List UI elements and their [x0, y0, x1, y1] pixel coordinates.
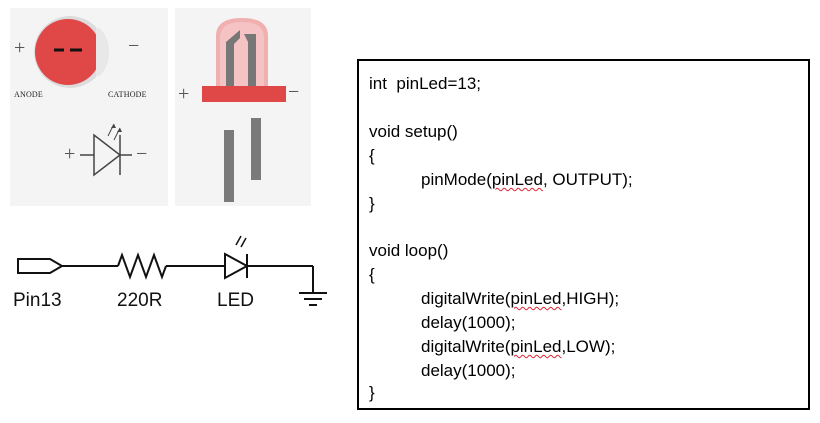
top-view-plus-sign: + [14, 37, 26, 59]
code-line-digitalwrite-high: digitalWrite(pinLed,HIGH); [421, 289, 619, 309]
code-line-declaration: int pinLed=13; [369, 74, 482, 93]
led-diode-icon [224, 252, 250, 280]
code-line-loop-signature: void loop() [369, 241, 449, 260]
code-line-loop-open: { [369, 265, 375, 284]
ground-icon [299, 292, 327, 306]
code-line-pinmode: pinMode(pinLed, OUTPUT); [421, 170, 633, 190]
led-label: LED [217, 290, 254, 311]
code-line-loop-close: } [369, 383, 375, 402]
code-dw2-func: digitalWrite( [421, 337, 511, 356]
code-line-setup-close: } [369, 194, 375, 213]
pin13-label: Pin13 [13, 290, 62, 311]
resistor-icon [117, 252, 167, 280]
code-pinmode-rest: , OUTPUT); [542, 170, 633, 189]
cathode-label: CATHODE [108, 90, 147, 99]
code-pinmode-arg: pinLed [491, 170, 543, 189]
top-view-minus-sign: − [128, 35, 140, 57]
symbol-minus-sign: − [136, 143, 148, 165]
side-view-minus-sign: − [288, 81, 300, 103]
code-dw2-arg: pinLed [510, 337, 562, 356]
resistor-label: 220R [117, 290, 163, 311]
led-flange [202, 86, 286, 102]
cathode-leg [251, 118, 261, 180]
led-top-view-icon [34, 16, 110, 88]
code-line-digitalwrite-low: digitalWrite(pinLed,LOW); [421, 337, 615, 357]
led-lens-circle [35, 19, 101, 85]
code-pinmode-func: pinMode( [421, 170, 492, 189]
arduino-code-box: int pinLed=13; void setup() { pinMode(pi… [357, 59, 810, 410]
code-line-setup-open: { [369, 146, 375, 165]
anode-leg [224, 130, 234, 202]
code-dw1-arg: pinLed [510, 289, 562, 308]
symbol-plus-sign: + [64, 143, 76, 165]
code-dw1-rest: ,HIGH); [561, 289, 620, 308]
code-line-delay-1: delay(1000); [421, 313, 516, 332]
code-dw1-func: digitalWrite( [421, 289, 511, 308]
led-side-view-icon [202, 18, 286, 202]
code-dw2-rest: ,LOW); [561, 337, 616, 356]
code-line-delay-2: delay(1000); [421, 361, 516, 380]
side-view-plus-sign: + [178, 83, 190, 105]
anode-label: ANODE [14, 90, 43, 99]
pin-connector-icon [17, 258, 64, 274]
code-line-setup-signature: void setup() [369, 122, 458, 141]
led-schematic-symbol-icon [80, 123, 132, 177]
circuit-schematic [17, 235, 327, 306]
